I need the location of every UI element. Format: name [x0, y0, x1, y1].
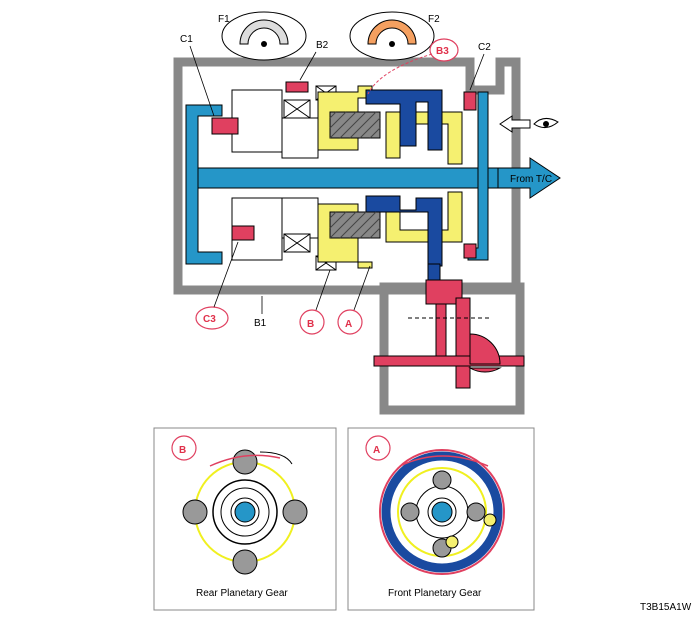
input-shaft	[197, 167, 499, 189]
front-marker: A	[373, 445, 380, 456]
c3-marker: C3	[195, 241, 239, 330]
from-tc-arrow: From T/C	[497, 157, 561, 199]
rear-planet-bottom	[232, 549, 258, 575]
marker-b-top: B	[299, 269, 331, 335]
transmission-section: From T/C C1 F1 B2 F2 C2 B3	[173, 11, 561, 415]
front-planet-top	[432, 470, 452, 490]
front-shaft	[431, 501, 453, 523]
front-planetary-panel: A Front Planetary Gear	[347, 427, 535, 611]
yellow-drum-right	[385, 111, 463, 165]
hub-mid-upper	[281, 117, 319, 159]
svg-text:B: B	[307, 319, 314, 330]
from-tc-label: From T/C	[510, 174, 552, 185]
label-b1: B1	[254, 318, 267, 329]
rear-shaft	[234, 501, 256, 523]
label-c3: C3	[203, 314, 216, 325]
c2-clutch-lower	[463, 243, 477, 259]
planet-gear-upper	[329, 111, 381, 139]
hub-upper	[231, 89, 283, 153]
housing	[173, 57, 521, 295]
ring-gear-upper	[365, 89, 443, 151]
rear-planet-right	[282, 499, 308, 525]
front-planet-left	[400, 502, 420, 522]
front-planet-right	[466, 502, 486, 522]
rear-marker-circle	[171, 435, 197, 461]
ring-gear-lower	[365, 195, 443, 267]
c2-clutch	[463, 91, 477, 111]
front-marker-circle	[365, 435, 391, 461]
c3-clutch	[231, 225, 255, 241]
marker-a-top: A	[337, 265, 371, 335]
label-f1: F1	[218, 14, 230, 25]
label-b3: B3	[436, 46, 449, 57]
c1-clutch	[211, 117, 239, 135]
rear-sun-outer	[212, 479, 278, 545]
label-c1: C1	[180, 34, 193, 45]
hub-mid-lower	[281, 197, 319, 239]
rear-marker: B	[179, 445, 186, 456]
label-b2: B2	[316, 40, 329, 51]
label-f2: F2	[428, 14, 440, 25]
svg-text:A: A	[345, 319, 352, 330]
f1-indicator	[221, 11, 307, 61]
f2-indicator	[349, 11, 435, 61]
counter-gear	[373, 263, 525, 389]
view-direction-icon	[499, 115, 559, 133]
front-caption: Front Planetary Gear	[388, 588, 482, 599]
b2-brake	[285, 81, 309, 93]
planet-gear-lower	[329, 211, 381, 239]
rear-planet-left	[182, 499, 208, 525]
label-c2: C2	[478, 42, 491, 53]
differential-housing	[379, 282, 525, 415]
front-ring-gear-red	[379, 449, 505, 575]
f1-one-way-clutch-lower	[283, 233, 311, 253]
figure-code: T3B15A1W	[640, 602, 692, 613]
b3-marker: B3	[367, 38, 459, 95]
c2-drum	[467, 91, 489, 261]
clutch-drum-upper	[185, 104, 223, 265]
rear-planet-top	[232, 449, 258, 475]
rear-planetary-panel: B Rear Planetary Gear	[153, 427, 337, 611]
f1-one-way-clutch	[283, 99, 311, 119]
rear-caption: Rear Planetary Gear	[196, 588, 288, 599]
